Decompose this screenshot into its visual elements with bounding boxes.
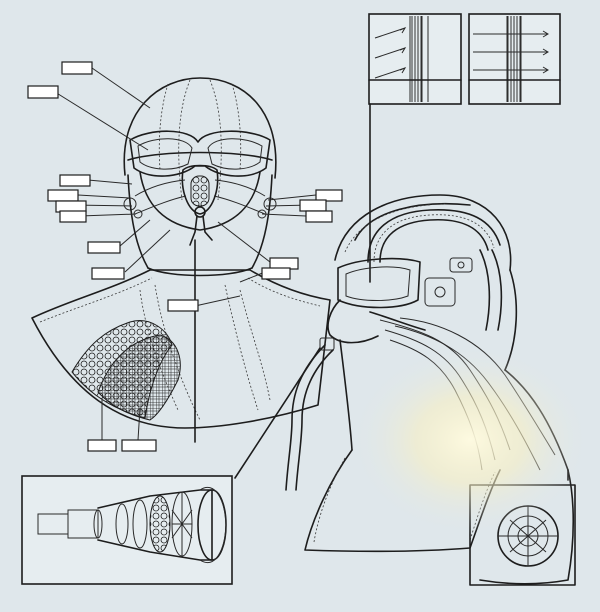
callout-box [55,200,87,213]
front-view-bib [31,239,331,443]
detail-panel-filter-layers [368,13,462,105]
callout-box [299,199,327,212]
supply-hose [234,337,335,491]
callout-box [87,439,117,452]
callout-box [167,299,199,312]
callout-box [305,210,333,223]
callout-box [61,61,93,75]
callout-box [47,189,79,202]
callout-boxes [27,61,343,452]
callout-box [59,210,87,223]
callout-box [59,174,91,187]
callout-box [87,241,121,254]
callout-box [261,267,291,280]
front-view-helmet [123,77,277,277]
cartridge-panel [21,475,233,585]
callout-box [27,85,59,99]
photo-glare [350,345,590,535]
callout-box [315,189,343,202]
callout-box [91,267,125,280]
callout-box [269,257,299,270]
detail-panel-airflow [468,13,561,105]
callout-box [121,439,157,452]
